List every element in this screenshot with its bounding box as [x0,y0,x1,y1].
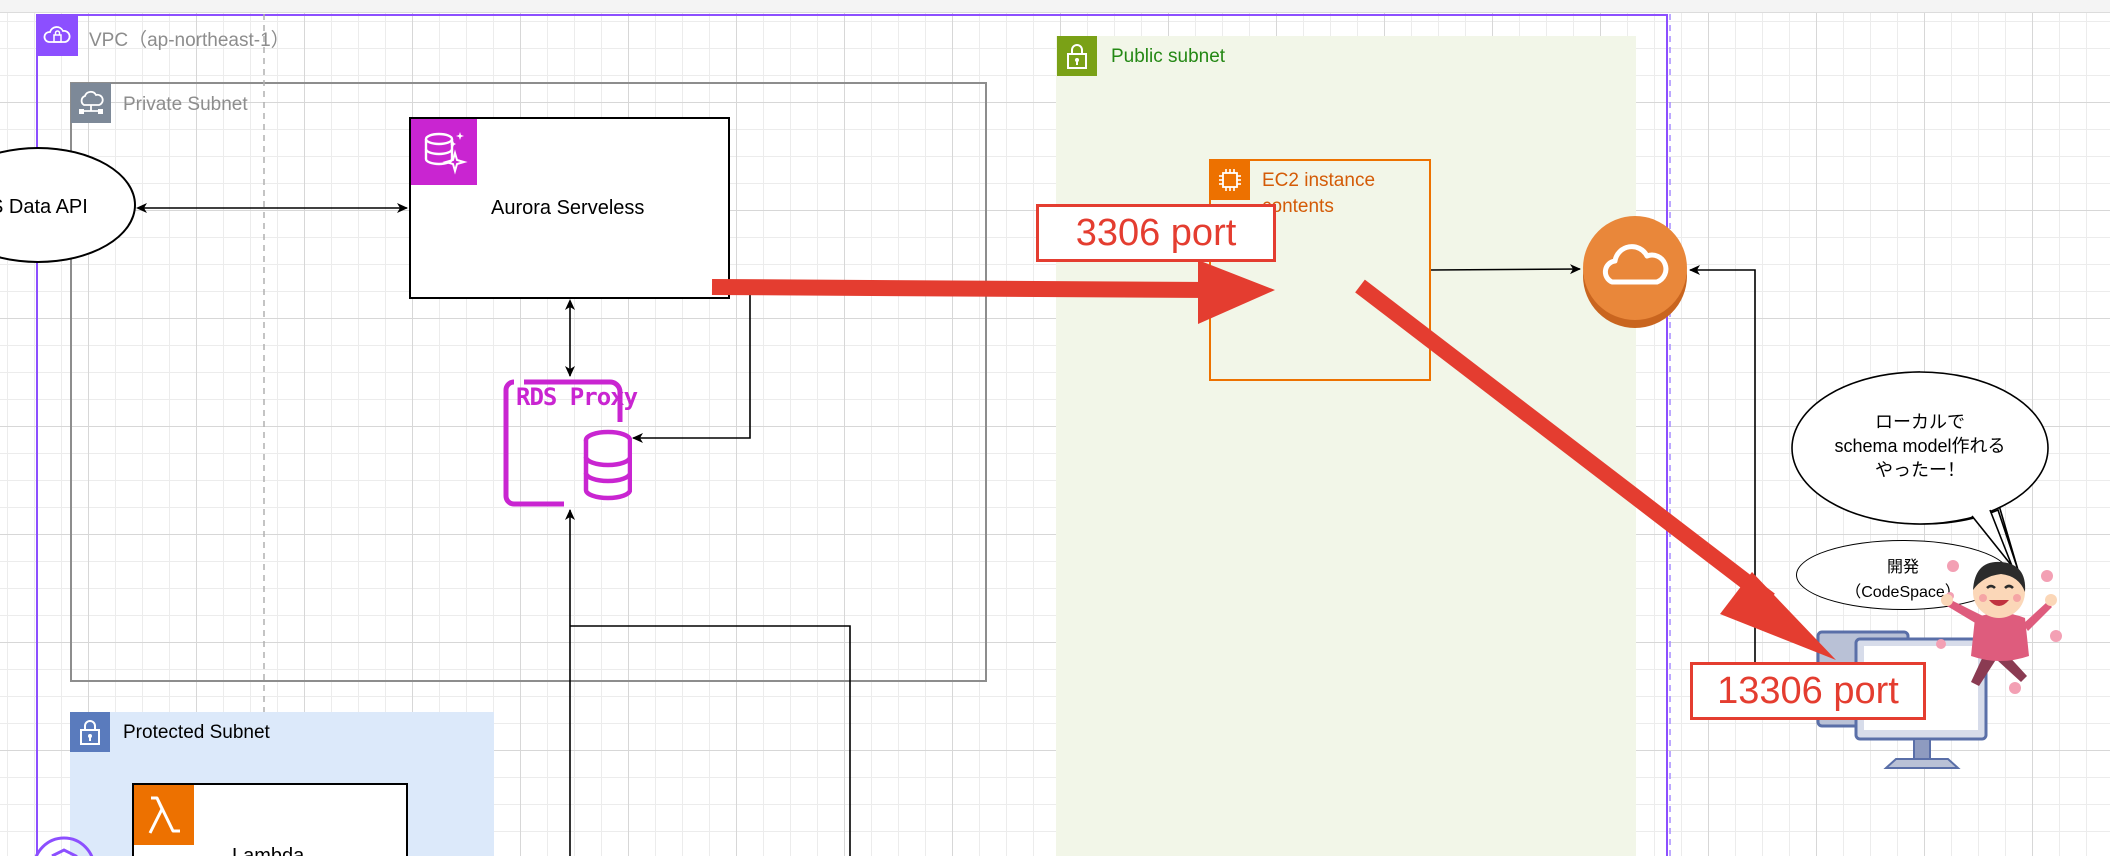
lambda-label: Lambda [232,845,305,856]
port-13306-label: 13306 port [1690,662,1926,720]
private-subnet-label: Private Subnet [123,94,248,115]
vpc-cloud-icon [36,14,78,56]
ec2-chip-icon [1210,160,1250,200]
speech-line-3: やったー！ [1875,460,1965,480]
internet-gateway-node[interactable] [1582,210,1688,330]
vpc-label: VPC（ap-northeast-1） [89,30,290,51]
happy-developer-illustration [1936,560,2062,694]
rds-proxy-icon [503,379,633,507]
speech-line-2: schema model作れる [1834,436,2006,456]
public-subnet-label: Public subnet [1111,46,1226,67]
private-subnet-group[interactable] [70,82,987,682]
dev-label-line1: 開発 [1886,559,1919,576]
speech-bubble [1791,371,2049,571]
toolbar-edge [0,0,2110,13]
dev-label-line2: （CodeSpace） [1845,584,1961,601]
vpc-group[interactable] [36,14,1668,856]
port-3306-label: 3306 port [1036,204,1276,262]
speech-line-1: ローカルで [1875,412,1965,432]
cloud-icon [1583,216,1687,328]
ec2-label-line2: contents [1262,196,1334,217]
lambda-icon [134,785,194,845]
rds-proxy-node[interactable] [502,378,633,508]
public-subnet-group[interactable] [1056,36,1636,856]
rds-proxy-label: RDS Proxy [516,383,638,411]
public-subnet-lock-icon [1057,36,1097,76]
aurora-database-icon [411,119,477,185]
data-api-label: S Data API [0,196,88,218]
protected-subnet-lock-icon [70,712,110,752]
aurora-label: Aurora Serveless [491,197,645,219]
private-subnet-icon [71,83,111,123]
shield-icon [34,836,94,856]
ec2-label-line1: EC2 instance [1262,170,1376,191]
protected-subnet-label: Protected Subnet [123,722,270,743]
